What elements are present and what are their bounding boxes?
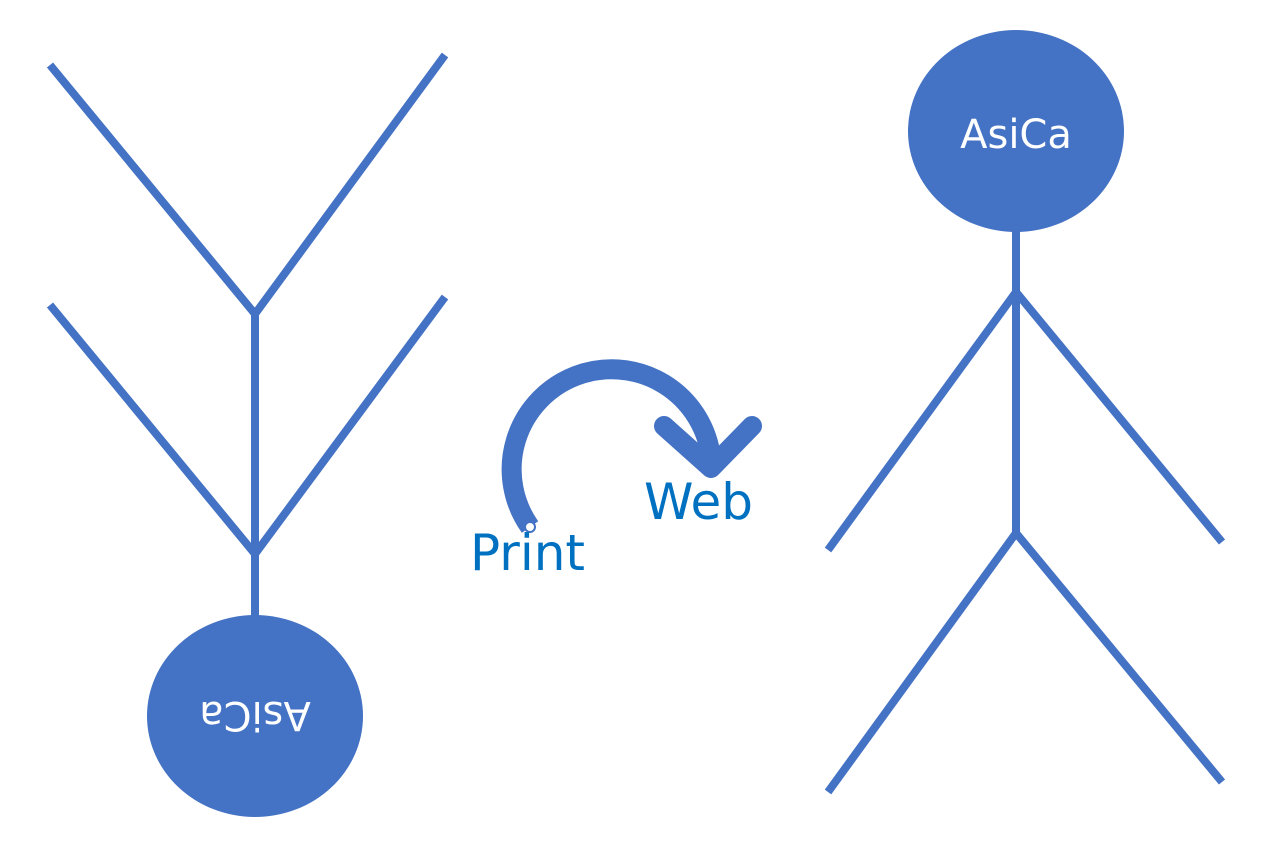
head-ellipse xyxy=(908,30,1124,232)
upright-stick-figure: AsiCa xyxy=(824,30,1226,795)
head-label: AsiCa xyxy=(199,692,311,738)
arrow-start-dot xyxy=(524,521,536,533)
upper-branch xyxy=(46,52,449,321)
print-to-web-arrow: Print Web xyxy=(470,359,762,582)
web-label: Web xyxy=(644,473,753,531)
arrow-head-icon xyxy=(654,416,762,478)
upside-down-stick-figure: AsiCa xyxy=(46,52,449,817)
lower-branch xyxy=(46,294,449,561)
head-label: AsiCa xyxy=(960,112,1072,158)
arms xyxy=(824,285,1226,553)
legs xyxy=(824,526,1226,795)
head-ellipse xyxy=(147,615,363,817)
curved-arrow-shaft xyxy=(501,359,721,533)
print-label: Print xyxy=(470,524,585,582)
